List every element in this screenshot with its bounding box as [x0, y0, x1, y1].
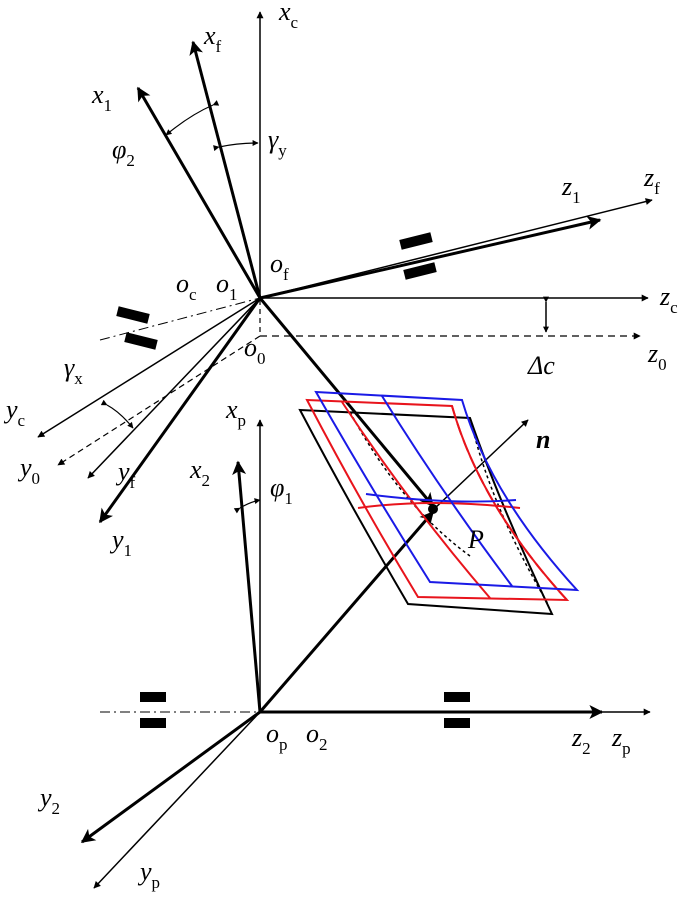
- yc-axis: [37, 297, 261, 438]
- y2-label: y2: [37, 783, 60, 818]
- bearing-mark: [140, 718, 166, 728]
- yf-label: yf: [115, 457, 136, 492]
- y2-axis: [80, 710, 261, 844]
- yf-axis: [87, 297, 261, 479]
- yp-label: yp: [137, 857, 160, 892]
- bearing-mark: [124, 332, 158, 350]
- o2-label: o2: [306, 719, 328, 754]
- yp-axis: [93, 711, 261, 889]
- bearing-mark: [140, 692, 166, 702]
- phi1-arc: [233, 498, 261, 514]
- surface-blue-grid: [365, 493, 517, 503]
- phi2-arc: [165, 100, 220, 136]
- x2-label: x2: [189, 455, 210, 490]
- bearing-mark: [399, 232, 433, 250]
- x2-axis: [232, 460, 262, 713]
- normal-vector: [432, 419, 529, 511]
- surface-red-grid: [357, 502, 521, 509]
- xf-label: xf: [203, 21, 222, 56]
- z1-axis: [259, 215, 602, 300]
- phi1-label: φ1: [270, 473, 293, 508]
- lower-frame: [80, 419, 651, 889]
- gamma-y-arc: [213, 140, 259, 152]
- x1-axis: [136, 86, 262, 299]
- z2-label: z2: [571, 723, 591, 758]
- x1-label: x1: [91, 80, 112, 115]
- xf-axis: [189, 40, 262, 299]
- y1-axis: [98, 297, 262, 524]
- surface-blue: [314, 390, 580, 592]
- normal-label: n: [536, 425, 550, 454]
- point-p-label: P: [467, 525, 484, 554]
- zp-label: zp: [611, 723, 631, 758]
- upper-frame: [37, 11, 653, 524]
- delta-c-label: Δc: [527, 351, 555, 380]
- contact-point: [428, 504, 438, 514]
- surface-black-dotted: [469, 417, 549, 605]
- tooth-surface-patches: [298, 390, 580, 616]
- of-label: of: [270, 249, 289, 284]
- xc-label: xc: [278, 0, 299, 32]
- gamma-y-label: γy: [268, 125, 287, 160]
- bearing-marks: [116, 232, 470, 728]
- yc-label: yc: [3, 395, 26, 430]
- zf-label: zf: [643, 163, 660, 198]
- o0-label: o0: [244, 333, 266, 368]
- op-label: op: [266, 719, 288, 754]
- bearing-mark: [116, 306, 150, 324]
- y1-label: y1: [109, 525, 132, 560]
- workpiece-position-vector: [258, 510, 435, 713]
- xp-label: xp: [225, 395, 246, 430]
- surface-black: [298, 408, 554, 616]
- bearing-mark: [444, 692, 470, 702]
- bearing-mark: [444, 718, 470, 728]
- surface-blue-grid: [381, 395, 513, 587]
- oc-label: oc: [176, 269, 197, 304]
- bearing-mark: [403, 262, 437, 280]
- surface-red-dashed: [451, 405, 568, 601]
- gamma-x-arc: [100, 399, 134, 429]
- y0-label: y0: [17, 453, 40, 488]
- zc-label: zc: [659, 282, 678, 317]
- o1-label: o1: [216, 269, 238, 304]
- gamma-x-label: γx: [64, 353, 83, 388]
- z1-label: z1: [561, 172, 581, 207]
- phi2-label: φ2: [112, 135, 135, 170]
- z0-label: z0: [647, 339, 667, 374]
- labels: xc xf x1 φ2 γy zf z1 of oc o1 zc o0 z0 Δ…: [3, 0, 678, 892]
